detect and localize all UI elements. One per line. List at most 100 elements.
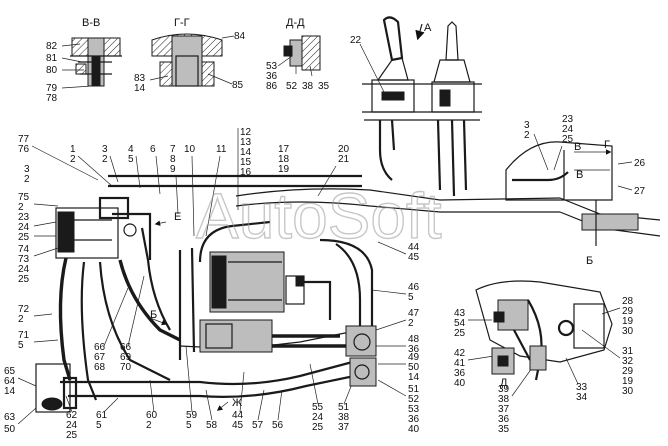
callout: 55 (312, 402, 324, 413)
callout: 13 (240, 137, 252, 148)
callout: 2 (146, 420, 152, 431)
callout: 5 (408, 292, 414, 303)
callout: 61 (96, 410, 108, 421)
callout: 10 (184, 144, 196, 155)
callout: 38 (302, 81, 314, 92)
callout: 2 (408, 318, 414, 329)
callout: 35 (318, 81, 330, 92)
callout: 1 (70, 144, 76, 155)
view-letter: Ж (232, 397, 242, 409)
section-dd-detail: Д-Д (277, 17, 321, 77)
section-bb-detail: В-В (61, 17, 122, 89)
callout: 28 (622, 296, 634, 307)
callout: 52 (408, 394, 420, 405)
callout: 25 (66, 430, 78, 441)
callout: 5 (186, 420, 192, 431)
callout: 63 (4, 412, 16, 423)
callout: 11 (216, 144, 227, 155)
callout: 19 (278, 164, 290, 175)
callout: 57 (252, 420, 264, 431)
view-b-valve-detail (475, 280, 613, 381)
callout: 3 (102, 144, 108, 155)
callout: 48 (408, 334, 420, 345)
callout: 27 (634, 186, 646, 197)
callout: 25 (18, 274, 30, 285)
callout: 2 (70, 154, 76, 165)
callout: 5 (18, 340, 24, 351)
callout: 66 (94, 342, 106, 353)
callout: 33 (576, 382, 588, 393)
callout: 64 (4, 376, 16, 387)
callout: 16 (240, 167, 252, 178)
section-gg-detail: Г-Г (149, 17, 235, 87)
callout: 36 (408, 414, 420, 425)
callout: 53 (266, 61, 278, 72)
section-title: Д-Д (286, 17, 305, 29)
callout: 45 (408, 252, 420, 263)
callout: 47 (408, 308, 420, 319)
callout: 83 (134, 73, 146, 84)
callout: 36 (408, 344, 420, 355)
callout: 56 (272, 420, 284, 431)
callout: 30 (622, 386, 634, 397)
callout: 76 (18, 144, 30, 155)
callout: 23 (18, 212, 30, 223)
callout: 12 (240, 127, 252, 138)
view-letter: Д (500, 377, 508, 389)
callout: 75 (18, 192, 30, 203)
callout: 14 (4, 386, 16, 397)
callout: 70 (120, 362, 132, 373)
callout: 82 (46, 41, 58, 52)
callout: 34 (576, 392, 588, 403)
callout: 5 (128, 154, 134, 165)
section-title: В-В (82, 17, 100, 29)
callout: 25 (18, 232, 30, 243)
section-title: Г-Г (174, 17, 190, 29)
callout: 18 (278, 154, 290, 165)
callout: 38 (498, 394, 510, 405)
callout: 36 (266, 71, 278, 82)
callout: 73 (18, 254, 30, 265)
callout: 19 (622, 316, 634, 327)
callout: 25 (562, 134, 574, 145)
callout: 40 (454, 378, 466, 389)
control-lever-assembly (359, 16, 482, 197)
callout: 74 (18, 244, 30, 255)
callout: 69 (120, 352, 132, 363)
callout: 25 (312, 422, 324, 433)
callout: 49 (408, 352, 420, 363)
callout: 37 (498, 404, 510, 415)
callout: 59 (186, 410, 198, 421)
callout: 41 (454, 358, 466, 369)
callout: 60 (146, 410, 158, 421)
callout: 3 (524, 120, 530, 131)
callout: 81 (46, 53, 58, 64)
callout: 65 (4, 366, 16, 377)
callout: 14 (240, 147, 252, 158)
callout: 72 (18, 304, 30, 315)
callout: 62 (66, 410, 78, 421)
callout: 22 (350, 35, 362, 46)
callout: 25 (454, 328, 466, 339)
callout: 37 (338, 422, 350, 433)
callout: 29 (622, 306, 634, 317)
callout: 24 (66, 420, 78, 431)
callout: 84 (234, 31, 246, 42)
callout: 54 (454, 318, 466, 329)
callout: 77 (18, 134, 30, 145)
callout: 67 (94, 352, 106, 363)
callout: 79 (46, 83, 58, 94)
callout: 51 (408, 384, 420, 395)
callout: 46 (408, 282, 420, 293)
callout: 24 (312, 412, 324, 423)
callout: 14 (408, 372, 420, 383)
main-hydraulic-assembly (35, 141, 661, 413)
callout: 9 (170, 164, 176, 175)
callout: 7 (170, 144, 176, 155)
view-letter: Б (150, 309, 157, 321)
callout: 78 (46, 93, 58, 104)
callout: 4 (128, 144, 134, 155)
callout: 50 (408, 362, 420, 373)
callout: 21 (338, 154, 350, 165)
callout: 24 (18, 222, 30, 233)
